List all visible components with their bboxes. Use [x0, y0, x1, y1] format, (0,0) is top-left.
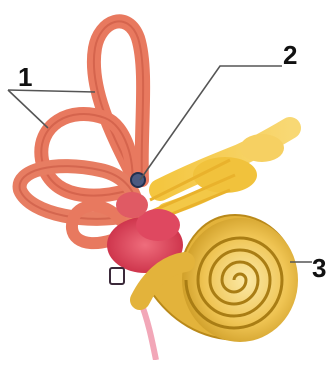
oval-window-marker	[110, 268, 124, 284]
leader-line-1b	[8, 90, 48, 128]
label-vestibule: 2	[283, 42, 297, 68]
label-cochlea: 3	[312, 255, 326, 281]
label-semicircular-canals: 1	[18, 64, 32, 90]
